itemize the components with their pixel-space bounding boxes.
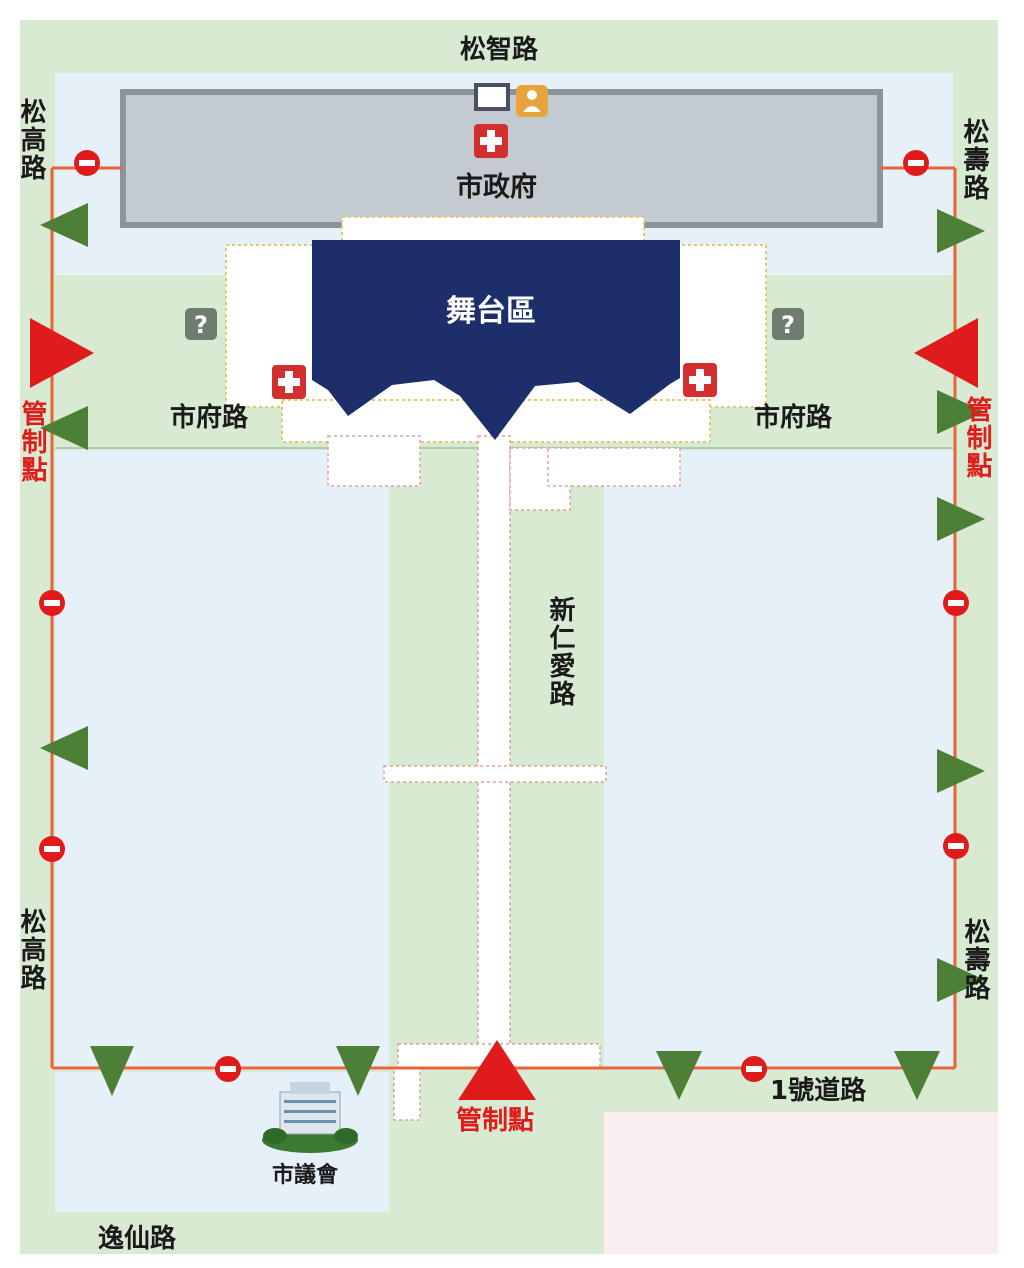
left-road-label-top: 松高路 <box>16 98 46 182</box>
no-entry-icon <box>903 150 929 176</box>
shifu-road-label-left: 市府路 <box>170 403 249 433</box>
checkpoint-triangle-icon <box>458 1040 536 1100</box>
checkpoint-label-left: 管制點 <box>17 400 47 484</box>
arrow-icon <box>40 406 88 450</box>
no-entry-icon <box>943 590 969 616</box>
block-right <box>604 450 953 1070</box>
no-entry-icon <box>741 1056 767 1082</box>
restroom-icon <box>474 83 510 111</box>
arrow-icon <box>894 1051 940 1100</box>
road-no1-label: 1號道路 <box>770 1076 867 1106</box>
first-aid-icon <box>272 365 306 399</box>
yixian-road-label: 逸仙路 <box>98 1224 177 1254</box>
pink-block <box>604 1112 998 1254</box>
no-entry-icon <box>74 150 100 176</box>
stage-area <box>312 240 680 440</box>
arrow-icon <box>937 209 985 253</box>
first-aid-icon <box>474 124 508 158</box>
right-road-label-bottom: 松壽路 <box>960 918 990 1002</box>
council-label: 市議會 <box>272 1163 339 1188</box>
arrow-icon <box>937 497 985 541</box>
no-entry-icon <box>39 836 65 862</box>
top-road-label: 松智路 <box>460 35 539 65</box>
no-entry-icon <box>39 590 65 616</box>
shifu-road-label-right: 市府路 <box>754 403 833 433</box>
checkpoint-triangle-icon <box>914 318 978 388</box>
arrow-icon <box>937 390 985 434</box>
svg-text:?: ? <box>781 311 795 339</box>
council-building-icon <box>262 1082 358 1153</box>
arrow-icon <box>40 203 88 247</box>
arrow-icon <box>937 749 985 793</box>
question-mark-icon: ? <box>185 308 217 340</box>
checkpoint-label-right: 管制點 <box>962 396 992 480</box>
first-aid-icon <box>683 363 717 397</box>
city-hall-building <box>120 89 883 228</box>
no-entry-icon <box>943 833 969 859</box>
question-mark-icon: ? <box>772 308 804 340</box>
arrow-icon <box>937 958 985 1002</box>
xinyi-road-label: 新仁愛路 <box>545 596 575 708</box>
arrow-icon <box>656 1051 702 1100</box>
checkpoint-triangle-icon <box>30 318 94 388</box>
checkpoint-label-bottom: 管制點 <box>456 1106 535 1136</box>
left-road-label-bottom: 松高路 <box>16 908 46 992</box>
no-entry-icon <box>215 1056 241 1082</box>
city-hall-label: 市政府 <box>456 172 537 203</box>
svg-text:?: ? <box>194 311 208 339</box>
stage-label: 舞台區 <box>446 294 536 329</box>
block-left <box>55 450 389 1070</box>
arrow-icon <box>336 1046 380 1096</box>
arrow-icon <box>90 1046 134 1096</box>
arrow-icon <box>40 726 88 770</box>
nursing-room-icon <box>516 85 548 117</box>
right-road-label-top: 松壽路 <box>959 118 989 202</box>
